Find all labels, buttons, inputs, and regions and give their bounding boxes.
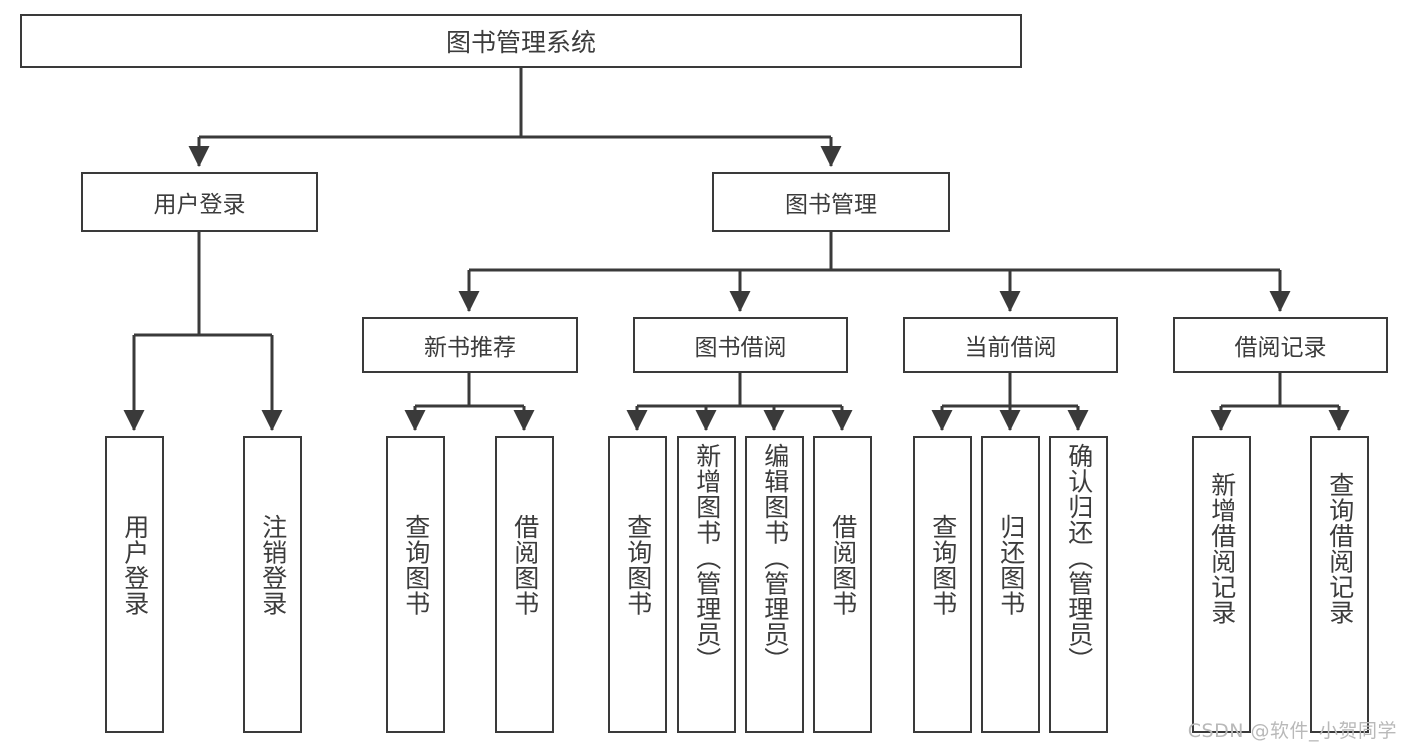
leaf-confirm-return-admin[interactable]: 确认归还（管理员） [1049,436,1108,733]
leaf-borrow-book-recommend[interactable]: 借阅图书 [495,436,554,733]
leaf-query-book-borrow[interactable]: 查询图书 [608,436,667,733]
leaf-add-book-admin-label: 新增图书（管理员） [692,443,722,673]
leaf-query-borrow-record-label: 查询借阅记录 [1325,472,1355,625]
leaf-query-book-recommend-label: 查询图书 [401,514,431,616]
watermark-text: CSDN @软件_小贺同学 [1187,720,1397,742]
leaf-query-book-borrow-label: 查询图书 [623,514,653,616]
leaf-borrow-book-label: 借阅图书 [828,514,858,616]
node-new-book-recommend-label: 新书推荐 [424,335,516,361]
node-current-borrow[interactable]: 当前借阅 [903,317,1118,373]
node-book-management[interactable]: 图书管理 [712,172,950,232]
leaf-logout-label: 注销登录 [258,514,288,616]
leaf-query-borrow-record[interactable]: 查询借阅记录 [1310,436,1369,733]
leaf-query-book-current-label: 查询图书 [928,514,958,616]
leaf-query-book-recommend[interactable]: 查询图书 [386,436,445,733]
node-current-borrow-label: 当前借阅 [964,335,1057,361]
leaf-user-login-label: 用户登录 [120,514,150,616]
leaf-borrow-book[interactable]: 借阅图书 [813,436,872,733]
leaf-confirm-return-admin-label: 确认归还（管理员） [1064,443,1094,673]
leaf-logout[interactable]: 注销登录 [243,436,302,733]
leaf-edit-book-admin[interactable]: 编辑图书（管理员） [745,436,804,733]
node-root-label: 图书管理系统 [445,28,596,57]
node-borrow-records-label: 借阅记录 [1234,335,1327,361]
node-user-login[interactable]: 用户登录 [81,172,318,232]
leaf-edit-book-admin-label: 编辑图书（管理员） [760,443,790,673]
node-new-book-recommend[interactable]: 新书推荐 [362,317,578,373]
leaf-add-borrow-record[interactable]: 新增借阅记录 [1192,436,1251,733]
leaf-query-book-current[interactable]: 查询图书 [913,436,972,733]
node-book-management-label: 图书管理 [785,192,877,218]
node-user-login-label: 用户登录 [153,192,246,218]
leaf-return-book-label: 归还图书 [996,514,1026,616]
node-borrow-records[interactable]: 借阅记录 [1173,317,1388,373]
leaf-user-login[interactable]: 用户登录 [105,436,164,733]
node-book-borrow[interactable]: 图书借阅 [633,317,848,373]
node-root[interactable]: 图书管理系统 [20,14,1022,68]
leaf-add-book-admin[interactable]: 新增图书（管理员） [677,436,736,733]
leaf-borrow-book-recommend-label: 借阅图书 [510,514,540,616]
node-book-borrow-label: 图书借阅 [694,335,787,361]
leaf-return-book[interactable]: 归还图书 [981,436,1040,733]
leaf-add-borrow-record-label: 新增借阅记录 [1207,472,1237,625]
